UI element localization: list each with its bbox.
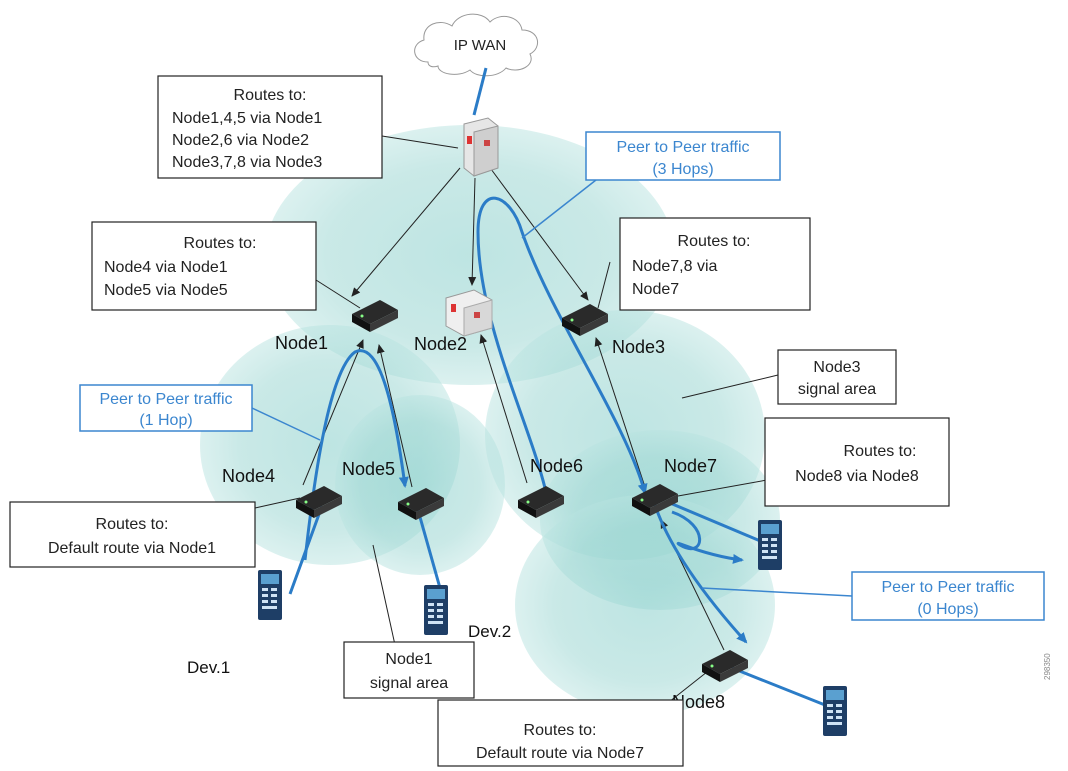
arrow-node7-node3 xyxy=(594,337,646,488)
node6-label: Node6 xyxy=(530,456,583,476)
dev1-meter xyxy=(258,570,282,620)
callout-1hop: Peer to Peer traffic (1 Hop) xyxy=(79,384,321,441)
dev-node7-meter xyxy=(758,520,782,570)
figure-id: 298350 xyxy=(1043,653,1052,680)
node3-routes-title: Routes to: xyxy=(678,233,751,250)
node3-label: Node3 xyxy=(612,337,665,357)
wan-routes-line-3: Node3,7,8 via Node3 xyxy=(172,154,322,171)
callout-3hops: Peer to Peer traffic (3 Hops) xyxy=(521,131,781,239)
callout-0hops-line-1: Peer to Peer traffic xyxy=(881,579,1014,596)
node1-signal-line-1: Node1 xyxy=(385,651,432,668)
node2-label: Node2 xyxy=(414,334,467,354)
callout-line-wan xyxy=(381,135,459,149)
node2-device xyxy=(445,289,493,337)
traffic-callouts: Peer to Peer traffic (3 Hops) Peer to Pe… xyxy=(79,131,1045,621)
wan-routes-line-2: Node2,6 via Node2 xyxy=(172,132,309,149)
dev1-link xyxy=(288,505,324,595)
dev-node8-link xyxy=(731,666,826,707)
wan-router-routes-box: Routes to: Node1,4,5 via Node1 Node2,6 v… xyxy=(157,75,383,179)
callout-1hop-line-1: Peer to Peer traffic xyxy=(99,391,232,408)
path-dev-loop xyxy=(671,510,744,564)
node1-signal-line-2: signal area xyxy=(370,675,448,692)
node4-routes-line-1: Default route via Node1 xyxy=(48,540,216,557)
arrow-wan-node2 xyxy=(468,177,477,286)
ip-wan-cloud: IP WAN xyxy=(414,13,538,77)
route-boxes: Routes to: Node1,4,5 via Node1 Node2,6 v… xyxy=(9,75,950,767)
dev1-label: Dev.1 xyxy=(187,658,230,677)
node7-routes-box: Routes to: Node8 via Node8 xyxy=(764,417,950,507)
callout-line-node3 xyxy=(597,261,611,309)
node1-routes-line-1: Node4 via Node1 xyxy=(104,259,228,276)
arrow-wan-node3 xyxy=(487,164,589,301)
wan-router xyxy=(463,117,499,177)
node8-label: Node8 xyxy=(672,692,725,712)
node1-label: Node1 xyxy=(275,333,328,353)
wan-uplink xyxy=(472,67,488,116)
arrow-node6-node2 xyxy=(479,334,528,484)
node4-routes-box: Routes to: Default route via Node1 xyxy=(9,501,256,568)
route-arrows xyxy=(254,135,779,718)
arrow-wan-node1 xyxy=(351,167,461,297)
traffic-paths xyxy=(288,67,826,707)
node8-routes-line-1: Default route via Node7 xyxy=(476,745,644,762)
dev2-meter xyxy=(424,585,448,635)
path-1hop xyxy=(303,349,409,561)
node1-routes-title: Routes to: xyxy=(184,235,257,252)
callout-line-node1 xyxy=(315,279,361,309)
node3-signal-line-1: Node3 xyxy=(813,359,860,376)
path-3hops xyxy=(476,196,648,495)
callout-0hops: Peer to Peer traffic (0 Hops) xyxy=(701,571,1045,621)
signal-area-node8 xyxy=(515,495,775,715)
arrow-node5-node1 xyxy=(376,344,413,488)
path-0hops xyxy=(653,504,748,644)
node4-routes-title: Routes to: xyxy=(96,516,169,533)
node1-routes-line-2: Node5 via Node5 xyxy=(104,282,228,299)
callout-line-node1-signal xyxy=(372,544,396,646)
node3-routes-line-1: Node7,8 via xyxy=(632,258,717,275)
callout-3hops-line-1: Peer to Peer traffic xyxy=(616,139,749,156)
dev-node7-link xyxy=(669,501,766,545)
callout-3hops-line-2: (3 Hops) xyxy=(652,161,713,178)
node5-label: Node5 xyxy=(342,459,395,479)
dev-node8-meter xyxy=(823,686,847,736)
node8-routes-box: Routes to: Default route via Node7 xyxy=(437,699,684,767)
node8-routes-title: Routes to: xyxy=(524,722,597,739)
dev2-label: Dev.2 xyxy=(468,622,511,641)
cloud-label: IP WAN xyxy=(454,37,507,54)
dev2-link xyxy=(416,509,442,589)
node4-label: Node4 xyxy=(222,466,275,486)
node3-routes-box: Routes to: Node7,8 via Node7 xyxy=(619,217,811,311)
node3-signal-line-2: signal area xyxy=(798,381,876,398)
node3-signal-box: Node3 signal area xyxy=(777,349,897,405)
node7-routes-title: Routes to: xyxy=(844,443,917,460)
node3-routes-line-2: Node7 xyxy=(632,281,679,298)
node-labels: Node1 Node2 Node3 Node4 Node5 Node6 Node… xyxy=(187,333,725,712)
callout-0hops-line-2: (0 Hops) xyxy=(917,601,978,618)
node1-routes-box: Routes to: Node4 via Node1 Node5 via Nod… xyxy=(91,221,317,311)
callout-line-node3-signal xyxy=(681,374,779,399)
arrow-node4-node1 xyxy=(302,339,364,486)
wan-routes-title: Routes to: xyxy=(234,87,307,104)
callout-line-node4 xyxy=(254,497,301,509)
node1-signal-box: Node1 signal area xyxy=(343,641,475,699)
callout-line-node7 xyxy=(677,477,779,497)
node7-routes-line-1: Node8 via Node8 xyxy=(795,468,919,485)
callout-1hop-line-2: (1 Hop) xyxy=(139,412,192,429)
signal-area-node5 xyxy=(335,395,505,575)
node7-label: Node7 xyxy=(664,456,717,476)
wan-routes-line-1: Node1,4,5 via Node1 xyxy=(172,110,322,127)
